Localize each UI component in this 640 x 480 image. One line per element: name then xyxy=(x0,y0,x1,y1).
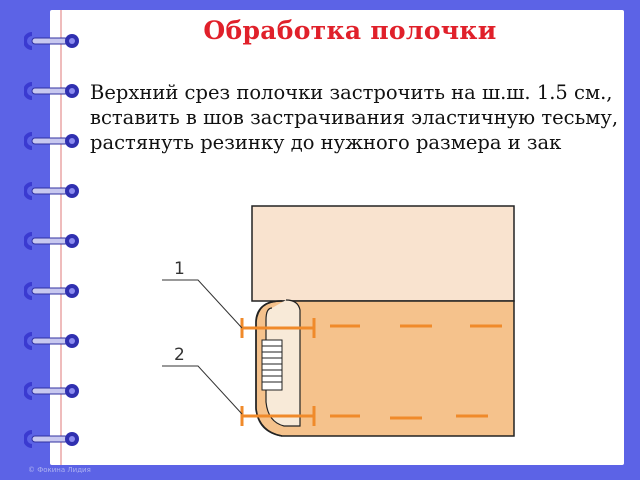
ring-icon xyxy=(24,82,79,100)
elastic-tape xyxy=(261,339,283,391)
stitch-line-upper xyxy=(240,318,502,338)
label-2: 2 xyxy=(174,345,185,365)
ring-icon xyxy=(24,430,79,448)
label-1: 1 xyxy=(174,259,185,279)
ring-icon xyxy=(24,382,79,400)
seam-allowance xyxy=(265,299,301,427)
fabric-upper xyxy=(251,205,515,302)
ring-icon xyxy=(24,332,79,350)
instruction-text: Верхний срез полочки застрочить на ш.ш. … xyxy=(90,81,619,154)
slide-title: Обработка полочки xyxy=(203,16,497,45)
ring-icon xyxy=(24,232,79,250)
leader-line-1 xyxy=(162,279,243,329)
leader-line-2 xyxy=(162,365,243,415)
footer-credit: © Фокина Лидия xyxy=(28,466,91,474)
ring-icon xyxy=(24,282,79,300)
stitch-line-lower xyxy=(240,406,488,426)
ring-icon xyxy=(24,132,79,150)
ring-icon xyxy=(24,32,79,50)
fold-edge xyxy=(255,300,283,437)
ring-icon xyxy=(24,182,79,200)
sewing-diagram: 1 2 xyxy=(160,200,520,440)
